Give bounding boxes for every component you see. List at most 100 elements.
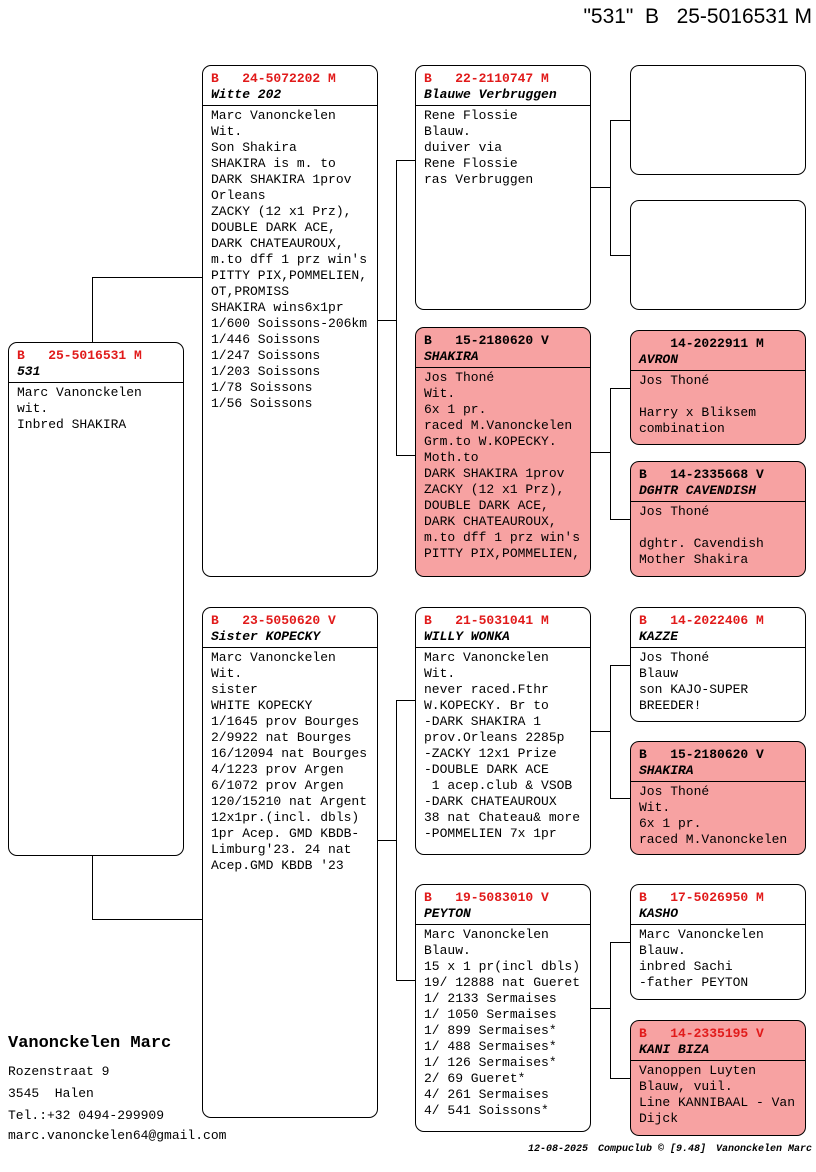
note-line: Mother Shakira: [639, 552, 749, 567]
note-line: Dijck: [639, 1111, 679, 1126]
note-line: [639, 389, 805, 405]
connector-line: [610, 665, 630, 666]
connector-line: [591, 731, 610, 732]
note-line: Inbred SHAKIRA: [17, 417, 127, 432]
note-line: Moth.to: [424, 450, 479, 465]
connector-line: [591, 1008, 610, 1009]
note-line: ras Verbruggen: [424, 172, 534, 187]
connector-line: [92, 277, 202, 278]
note-line: DARK CHATEAUROUX,: [424, 514, 557, 529]
note-line: ZACKY (12 x1 Prz),: [424, 482, 565, 497]
header-divider: [631, 370, 805, 371]
note-line: -POMMELIEN 7x 1pr: [424, 826, 557, 841]
header-divider: [631, 501, 805, 502]
connector-line: [610, 388, 630, 389]
owner-address-street: Rozenstraat 9: [8, 1064, 110, 1079]
header-divider: [416, 647, 590, 648]
note-line: combination: [639, 421, 725, 436]
ring-number: B 14-2335668 V: [639, 467, 764, 482]
bird-name: PEYTON: [424, 906, 471, 921]
note-line: Son Shakira: [211, 140, 297, 155]
note-line: 6x 1 pr.: [639, 816, 702, 831]
footer-app-version: Compuclub © [9.48]: [597, 1144, 706, 1155]
note-line: Vanoppen Luyten: [639, 1063, 757, 1078]
pedigree-box-mother[interactable]: B 23-5050620 V Sister KOPECKY Marc Vanon…: [202, 607, 378, 1118]
note-line: Line KANNIBAAL - Van: [639, 1095, 796, 1110]
note-line: 1/247 Soissons: [211, 348, 321, 363]
connector-line: [396, 980, 415, 981]
note-line: 12x1pr.(incl. dbls): [211, 810, 360, 825]
note-line: Blauw.: [639, 943, 686, 958]
note-line: 1/ 1050 Sermaises: [424, 1007, 557, 1022]
note-line: SHAKIRA is m. to: [211, 156, 336, 171]
note-line: 16/12094 nat Bourges: [211, 746, 368, 761]
note-line: Jos Thoné: [639, 504, 710, 519]
note-line: DARK CHATEAUROUX,: [211, 236, 344, 251]
note-line: 120/15210 nat Argent: [211, 794, 368, 809]
note-line: Jos Thoné: [639, 784, 710, 799]
note-line: -father PEYTON: [639, 975, 749, 990]
note-line: 1/ 2133 Sermaises: [424, 991, 557, 1006]
note-line: Orleans: [211, 188, 266, 203]
note-line: 6x 1 pr.: [424, 402, 487, 417]
owner-email: marc.vanonckelen64@gmail.com: [8, 1128, 227, 1143]
note-line: 1/446 Soissons: [211, 332, 321, 347]
pedigree-box-gp3[interactable]: B 21-5031041 M WILLY WONKA Marc Vanoncke…: [415, 607, 591, 855]
connector-line: [396, 455, 415, 456]
owner-address-city: 3545 Halen: [8, 1086, 94, 1101]
note-line: DARK SHAKIRA 1prov: [211, 172, 352, 187]
note-line: PITTY PIX,POMMELIEN,: [211, 268, 368, 283]
note-line: 4/ 541 Soissons*: [424, 1103, 549, 1118]
pedigree-box-father[interactable]: B 24-5072202 M Witte 202 Marc Vanonckele…: [202, 65, 378, 577]
note-line: Marc Vanonckelen: [211, 108, 336, 123]
note-line: 38 nat Chateau& more: [424, 810, 581, 825]
note-line: dghtr. Cavendish: [639, 536, 764, 551]
pedigree-box-ggp3[interactable]: 14-2022911 M AVRON Jos Thoné Harry x Bli…: [630, 330, 806, 445]
connector-line: [610, 120, 611, 256]
connector-line: [610, 798, 630, 799]
note-line: 4/1223 prov Argen: [211, 762, 344, 777]
note-line: 2/9922 nat Bourges: [211, 730, 352, 745]
bird-name: WILLY WONKA: [424, 629, 510, 644]
connector-line: [396, 700, 397, 981]
note-line: -ZACKY 12x1 Prize: [424, 746, 557, 761]
bird-name: Sister KOPECKY: [211, 629, 321, 644]
connector-line: [92, 277, 93, 342]
note-line: sister: [211, 682, 258, 697]
pedigree-box-ggp1[interactable]: [630, 65, 806, 175]
connector-line: [396, 160, 415, 161]
footer-date: 12-08-2025: [527, 1144, 588, 1155]
pedigree-box-ggp8[interactable]: B 14-2335195 V KANI BIZA Vanoppen Luyten…: [630, 1020, 806, 1136]
note-line: Marc Vanonckelen: [211, 650, 336, 665]
note-line: Grm.to W.KOPECKY.: [424, 434, 557, 449]
pedigree-box-ggp2[interactable]: [630, 200, 806, 310]
pedigree-box-ggp4[interactable]: B 14-2335668 V DGHTR CAVENDISH Jos Thoné…: [630, 461, 806, 577]
note-line: Wit.: [424, 386, 456, 401]
header-divider: [203, 105, 377, 106]
note-line: Wit.: [211, 666, 243, 681]
note-line: -DARK CHATEAUROUX: [424, 794, 557, 809]
owner-name: Vanonckelen Marc: [8, 1034, 172, 1053]
note-line: Rene Flossie: [424, 108, 518, 123]
ring-number: B 19-5083010 V: [424, 890, 549, 905]
ring-number: B 24-5072202 M: [211, 71, 336, 86]
note-line: raced M.Vanonckelen: [639, 832, 788, 847]
note-line: prov.Orleans 2285p: [424, 730, 565, 745]
note-line: BREEDER!: [639, 698, 702, 713]
note-line: never raced.Fthr: [424, 682, 549, 697]
note-line: 6/1072 prov Argen: [211, 778, 344, 793]
pedigree-box-gp1[interactable]: B 22-2110747 M Blauwe Verbruggen Rene Fl…: [415, 65, 591, 310]
note-line: 1/78 Soissons: [211, 380, 313, 395]
